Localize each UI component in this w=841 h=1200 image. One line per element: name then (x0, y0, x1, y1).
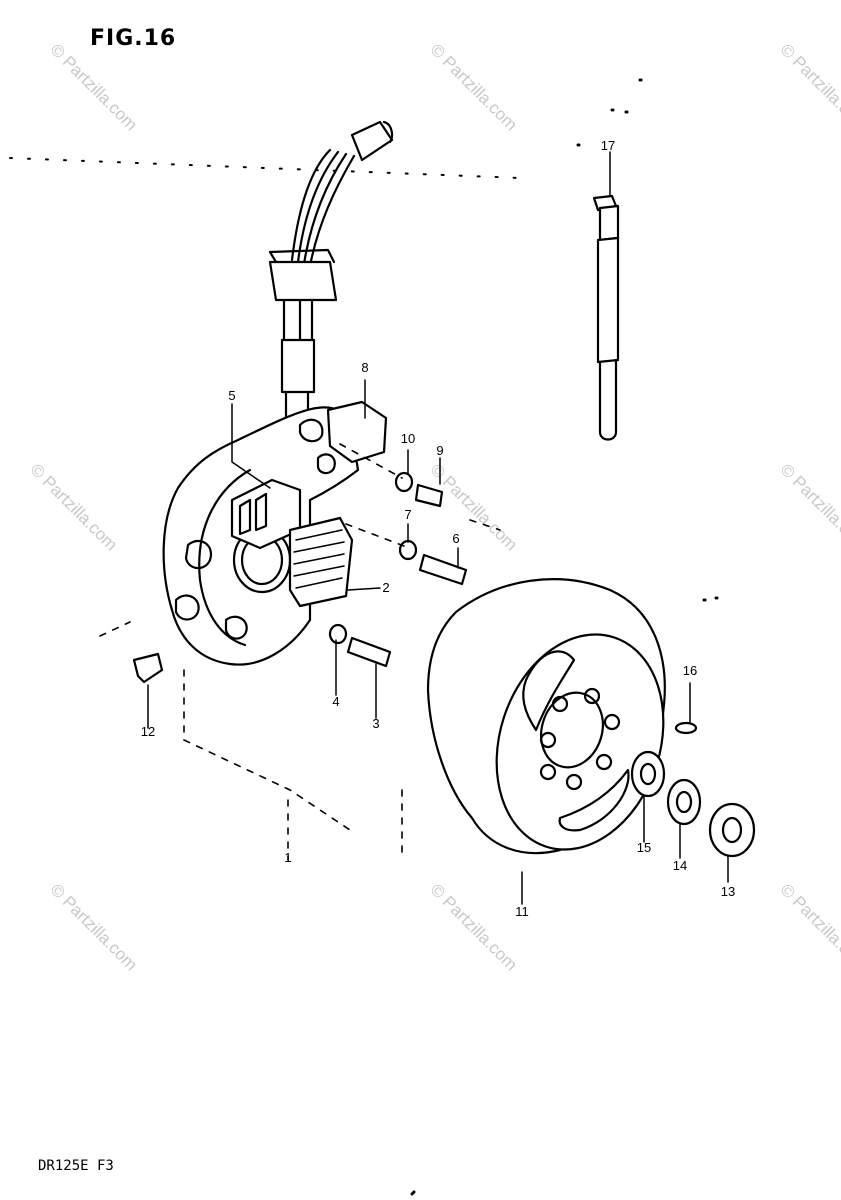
stator-assembly (162, 406, 360, 666)
washer-10 (394, 471, 414, 493)
washer-4 (328, 623, 348, 645)
part-number-7: 7 (404, 507, 411, 522)
part-number-14: 14 (673, 858, 687, 873)
part-number-13: 13 (721, 884, 735, 899)
washer-7 (398, 539, 418, 561)
part-number-1: 1 (284, 850, 291, 865)
woodruff-key (674, 721, 698, 735)
part-number-17: 17 (601, 138, 615, 153)
part-number-4: 4 (332, 694, 339, 709)
screw-3 (346, 636, 392, 668)
part-number-10: 10 (401, 431, 415, 446)
screw-9 (414, 483, 444, 508)
dotted-guide (9, 157, 521, 179)
pickup-bracket (326, 400, 388, 464)
nut-13 (708, 802, 756, 858)
part-number-6: 6 (452, 531, 459, 546)
part-number-8: 8 (361, 360, 368, 375)
part-number-11: 11 (515, 904, 529, 919)
screw-12 (132, 652, 164, 684)
diagram-code: DR125E F3 (38, 1158, 114, 1174)
part-number-9: 9 (436, 443, 443, 458)
washer-15-hole (639, 762, 657, 786)
part-number-16: 16 (683, 663, 697, 678)
lock-washer-14-hole (675, 790, 693, 814)
part-number-5: 5 (228, 388, 235, 403)
part-number-12: 12 (141, 724, 155, 739)
screw-6 (418, 553, 468, 586)
figure-title: FIG.16 (90, 26, 177, 51)
part-number-2: 2 (382, 580, 389, 595)
part-number-3: 3 (372, 716, 379, 731)
washer-15 (630, 750, 666, 798)
wire-clamp-17 (592, 194, 620, 441)
part-number-15: 15 (637, 840, 651, 855)
wire-harness (268, 120, 394, 422)
nut-13-hole (721, 816, 743, 844)
lock-washer-14 (666, 778, 702, 826)
flywheel-rotor (426, 578, 666, 855)
